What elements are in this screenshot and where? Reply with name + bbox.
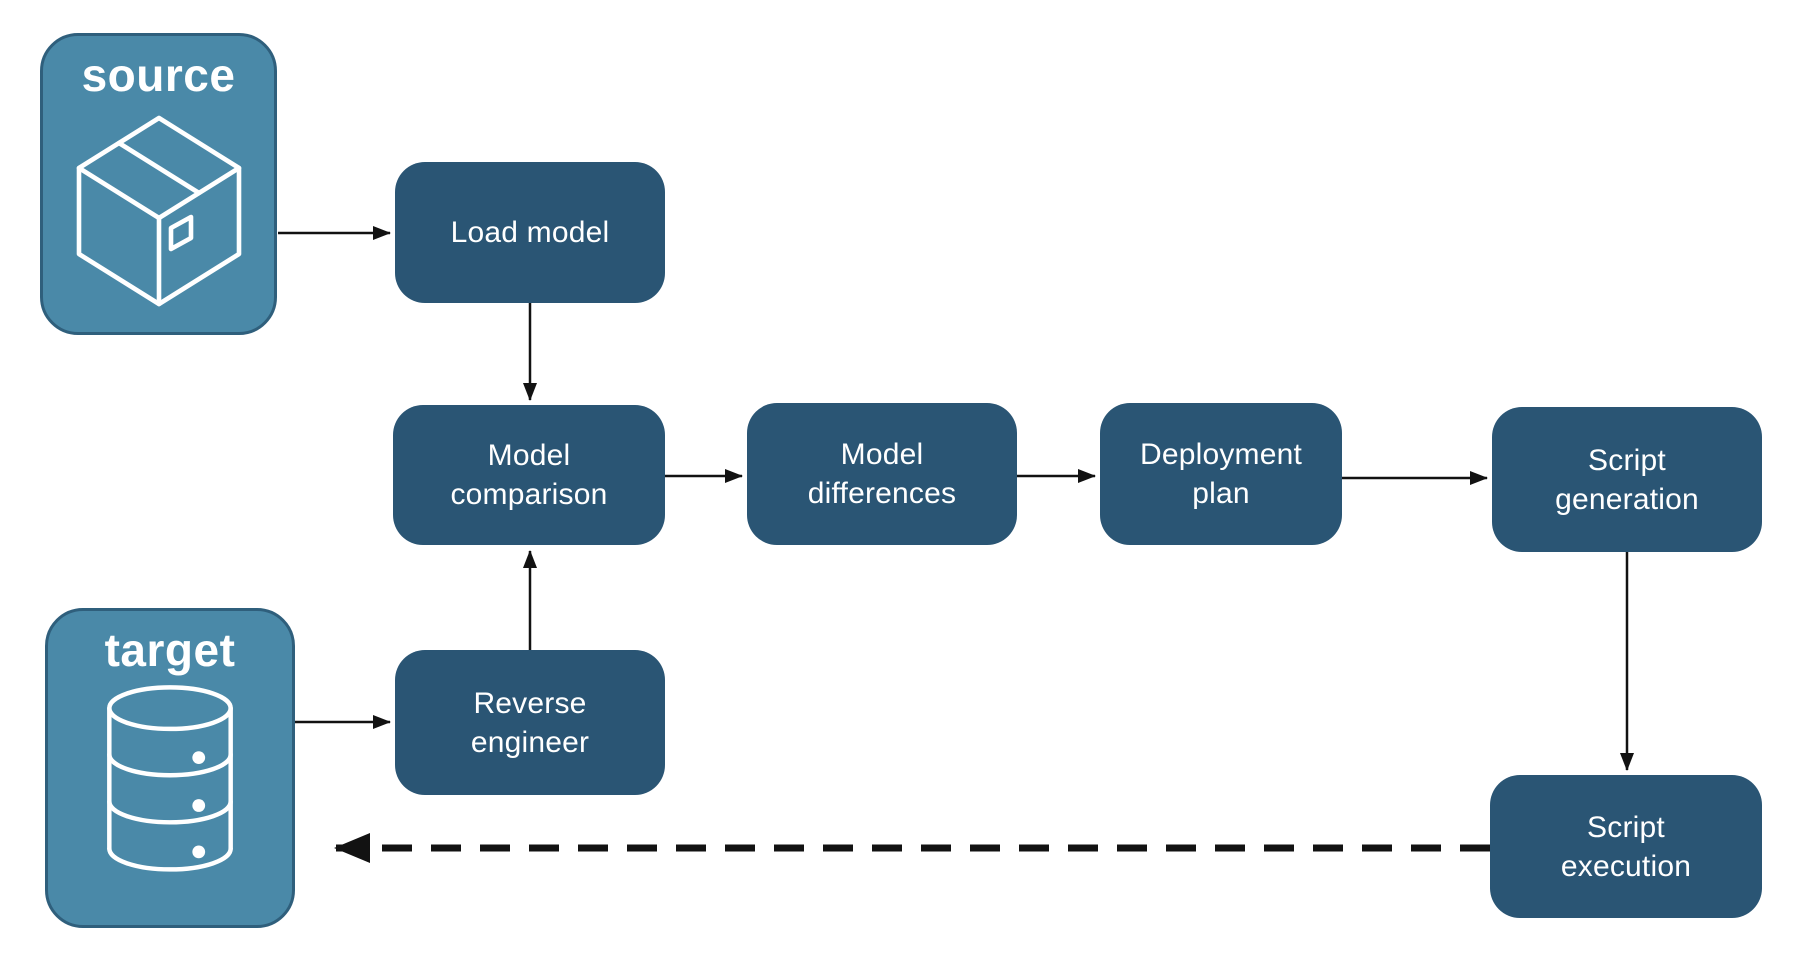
node-model-comparison: Model comparison [393, 405, 665, 545]
endpoint-target: target [45, 608, 295, 928]
node-model-differences: Model differences [747, 403, 1017, 545]
node-deployment-plan-label: Deployment plan [1139, 438, 1303, 510]
database-icon [107, 685, 233, 872]
node-reverse-engineer: Reverse engineer [395, 650, 665, 795]
package-icon [76, 115, 241, 307]
endpoint-source-label: source [81, 49, 236, 101]
node-model-differences-label: Model differences [807, 438, 957, 510]
endpoint-target-label: target [104, 624, 236, 676]
endpoint-source: source [40, 33, 277, 335]
node-load-model: Load model [395, 162, 665, 303]
node-model-comparison-label: Model comparison [450, 439, 608, 511]
node-script-execution: Script execution [1490, 775, 1762, 918]
node-script-generation-label: Script generation [1555, 443, 1699, 516]
node-load-model-label: Load model [450, 216, 610, 249]
node-deployment-plan: Deployment plan [1100, 403, 1342, 545]
node-reverse-engineer-label: Reverse engineer [470, 686, 590, 759]
node-script-execution-label: Script execution [1560, 810, 1692, 883]
node-script-generation: Script generation [1492, 407, 1762, 552]
